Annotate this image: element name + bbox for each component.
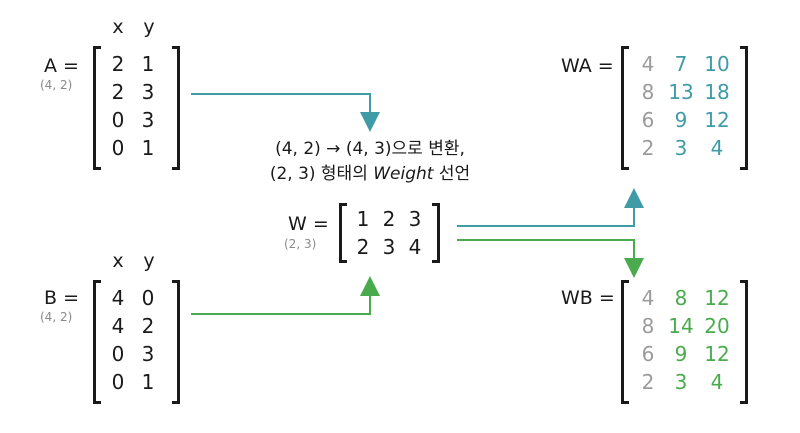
matrix-cell: 2 [111,80,125,104]
matrix-a-shape: (4, 2) [40,78,73,92]
matrix-cell: 2 [641,370,655,394]
matrix-b-header-y: y [143,250,155,272]
matrix-a-left-bracket [93,46,101,170]
matrix-cell: 9 [674,342,688,366]
matrix-cell: 2 [111,52,125,76]
matrix-cell: 4 [111,286,125,310]
matrix-cell: 12 [704,286,730,310]
matrix-cell: 2 [141,314,155,338]
matrix-cell: 1 [356,207,370,231]
matrix-cell: 8 [674,286,688,310]
arrow-b-to-w [191,276,380,315]
matrix-cell: 9 [674,108,688,132]
matrix-cell: 1 [141,52,155,76]
transform-description-line-1: (4, 2) → (4, 3)으로 변환, [275,139,465,159]
matrix-cell: 12 [704,108,730,132]
matrix-cell: 2 [382,207,396,231]
matrix-w-right-bracket [432,203,440,263]
matrix-cell: 18 [704,80,730,104]
matrix-a-header-y: y [143,16,155,38]
matrix-w-label: W = [288,213,329,235]
matrix-cell: 4 [641,286,655,310]
matrix-cell: 3 [141,108,155,132]
matrix-cell: 12 [704,342,730,366]
matrix-cell: 0 [111,370,125,394]
matrix-cell: 20 [704,314,730,338]
matrix-wa-right-bracket [740,46,748,170]
matrix-cell: 0 [111,342,125,366]
matrix-cell: 1 [141,370,155,394]
matrix-cell: 2 [641,136,655,160]
matrix-cell: 2 [356,235,370,259]
matrix-wb-label: WB = [561,287,615,309]
matrix-a-right-bracket [172,46,180,170]
matrix-cell: 3 [141,342,155,366]
matrix-b-shape: (4, 2) [40,310,73,324]
matrix-cell: 0 [111,136,125,160]
matrix-cell: 13 [668,80,694,104]
matrix-cell: 4 [710,136,724,160]
matrix-a-header-x: x [112,16,124,38]
matrix-cell: 3 [408,207,422,231]
matrix-cell: 8 [641,314,655,338]
arrow-w-to-wb [457,239,644,278]
matrix-cell: 6 [641,108,655,132]
matrix-cell: 4 [111,314,125,338]
matrix-cell: 3 [674,370,688,394]
transform-description-line-2: (2, 3) 형태의 Weight 선언 [269,164,471,184]
matrix-cell: 0 [141,286,155,310]
matrix-cell: 1 [141,136,155,160]
matrix-cell: 4 [710,370,724,394]
matrix-wa-left-bracket [621,46,629,170]
arrow-a-to-w [191,93,380,132]
matrix-cell: 3 [674,136,688,160]
matrix-cell: 3 [141,80,155,104]
matrix-cell: 0 [111,108,125,132]
matrix-wa-label: WA = [561,55,614,77]
matrix-w-left-bracket [339,203,347,263]
matrix-b-label: B = [44,287,79,309]
matrix-cell: 3 [382,235,396,259]
matrix-wb-left-bracket [621,280,629,404]
matrix-a-label: A = [44,55,79,77]
matrix-cell: 10 [704,52,730,76]
matrix-cell: 6 [641,342,655,366]
matrix-b-right-bracket [172,280,180,404]
matrix-b-left-bracket [93,280,101,404]
matrix-w-shape: (2, 3) [284,237,317,251]
matrix-wb-right-bracket [740,280,748,404]
matrix-cell: 4 [408,235,422,259]
matrix-cell: 7 [674,52,688,76]
arrow-w-to-wa [457,188,644,227]
matrix-cell: 14 [668,314,694,338]
matrix-b-header-x: x [112,250,124,272]
matrix-cell: 8 [641,80,655,104]
matrix-cell: 4 [641,52,655,76]
